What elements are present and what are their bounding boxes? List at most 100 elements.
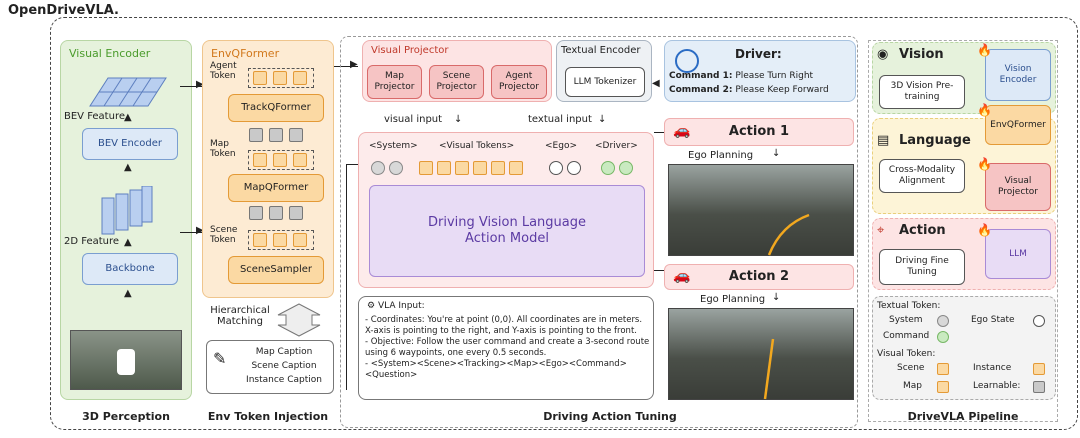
driver-panel: Driver: Command 1: Please Turn Right Com… [664, 40, 856, 102]
planned-trajectory-icon [767, 213, 810, 256]
legend-learnable: Learnable: [973, 381, 1021, 391]
map-projector-box: Map Projector [367, 65, 422, 99]
vla-input-line-3: - <System><Scene><Tracking><Map><Ego><Co… [365, 359, 627, 381]
textual-encoder-panel: Textual Encoder LLM Tokenizer [556, 40, 652, 102]
llm-tokenizer-box: LLM Tokenizer [565, 67, 645, 97]
steering-wheel-icon [675, 49, 699, 73]
agent-token-group [248, 68, 314, 88]
car-icon: 🚗 [673, 123, 691, 139]
vla-model-name: Driving Vision Language Action Model [428, 215, 586, 246]
bev-encoder-box: BEV Encoder [82, 128, 178, 160]
arrow-line [180, 86, 204, 87]
envqformer-title: EnvQFormer [211, 47, 280, 60]
map-token-group [248, 150, 314, 170]
driving-finetune-box: Driving Fine Tuning [879, 249, 965, 285]
scene-token-group [248, 230, 314, 250]
vla-model-box: Driving Vision Language Action Model [369, 185, 645, 277]
caption-box: ✎ Map Caption Scene Caption Instance Cap… [206, 340, 334, 394]
up-arrow-icon: ▲ [124, 237, 132, 248]
trackqformer-box: TrackQFormer [228, 94, 324, 122]
scenesampler-box: SceneSampler [228, 256, 324, 284]
cmd1-label: Command 1: [669, 71, 733, 81]
down-arrow-icon: ↓ [598, 114, 607, 125]
car-icon: 🚗 [673, 268, 691, 284]
cmd2-text: Please Keep Forward [735, 85, 829, 95]
tag-ego: <Ego> [545, 141, 577, 151]
ego-planning-label-1: Ego Planning [688, 150, 754, 161]
fire-icon: 🔥 [977, 157, 992, 171]
camera-images [70, 330, 182, 390]
section-label-perception: 3D Perception [82, 410, 170, 423]
cmd2-label: Command 2: [669, 85, 733, 95]
action2-box: 🚗 Action 2 [664, 264, 854, 290]
legend-ego: Ego State [971, 315, 1015, 325]
tag-system: <System> [369, 141, 418, 151]
pen-icon: ✎ [213, 349, 227, 368]
feature-2d-label: 2D Feature [64, 236, 120, 247]
llm-stage-box: LLM [985, 229, 1051, 279]
hierarchical-matching-label: Hierarchical Matching [210, 305, 270, 327]
agent-projector-box: Agent Projector [491, 65, 547, 99]
tuning-frame [340, 36, 858, 428]
down-arrow-icon: ↓ [454, 114, 463, 125]
vision-icon: ◉ [877, 47, 889, 62]
legend-visual: Visual Token: [877, 349, 936, 359]
vla-input-line-1: - Coordinates: You're at point (0,0). Al… [365, 315, 643, 337]
right-arrow-icon: ▶ [196, 79, 204, 90]
vla-model-panel: <System> <Visual Tokens> <Ego> <Driver> … [358, 132, 654, 288]
vision-pretraining-box: 3D Vision Pre-training [879, 75, 965, 109]
textual-input-label: textual input [528, 114, 592, 125]
caption-instance: Instance Caption [246, 375, 322, 385]
legend-instance: Instance [973, 363, 1012, 373]
up-arrow-icon: ▲ [124, 162, 132, 173]
visual-input-label: visual input [384, 114, 443, 125]
arrow-line [334, 66, 358, 67]
left-arrow-icon: ◀ [652, 78, 660, 89]
tag-driver: <Driver> [595, 141, 638, 151]
learnable-tokens [245, 206, 315, 220]
caption-map: Map Caption [255, 347, 313, 357]
legend-command: Command [883, 331, 930, 341]
backbone-box: Backbone [82, 253, 178, 285]
action-stage: ⌖ Action Driving Fine Tuning LLM 🔥 [872, 218, 1056, 290]
visual-projector-stage-box: Visual Projector [985, 163, 1051, 211]
language-label: Language [899, 133, 971, 148]
outer-frame [50, 17, 1078, 430]
double-arrow-icon [277, 303, 321, 337]
tag-visual-tokens: <Visual Tokens> [439, 141, 515, 151]
ego-planning-label-2: Ego Planning [700, 294, 766, 305]
vla-input-title-text: VLA Input: [377, 301, 425, 311]
vla-input-line-2: - Objective: Follow the user command and… [365, 337, 650, 359]
cross-modality-box: Cross-Modality Alignment [879, 159, 965, 193]
pipeline-frame [868, 40, 1058, 422]
legend: Textual Token: System Ego State Command … [872, 296, 1056, 400]
legend-map: Map [903, 381, 922, 391]
visual-projector-panel: Visual Projector Map Projector Scene Pro… [362, 40, 552, 102]
section-label-env: Env Token Injection [207, 410, 329, 423]
section-label-pipeline: DriveVLA Pipeline [907, 410, 1019, 423]
fire-icon: 🔥 [977, 223, 992, 237]
mapqformer-box: MapQFormer [228, 174, 324, 202]
car-topview-icon [117, 349, 135, 375]
fire-icon: 🔥 [977, 103, 992, 117]
learnable-tokens [245, 128, 315, 142]
legend-system: System [889, 315, 923, 325]
language-stage: ▤ Language Cross-Modality Alignment EnvQ… [872, 103, 1056, 214]
envqformer-stage-box: EnvQFormer [985, 105, 1051, 145]
diagram-title: OpenDriveVLA. [8, 3, 119, 18]
vla-input-title: ⚙ VLA Input: [367, 301, 425, 311]
arrow-line [654, 270, 664, 271]
right-arrow-icon: ▶ [350, 59, 358, 70]
arrow-line [346, 164, 358, 165]
legend-textual: Textual Token: [877, 301, 941, 311]
arrow-line [654, 132, 664, 133]
scene-token-label: Scene Token [210, 225, 238, 245]
textual-encoder-title: Textual Encoder [561, 45, 641, 56]
section-label-tuning: Driving Action Tuning [543, 410, 677, 423]
gear-icon: ⚙ [367, 301, 378, 311]
map-token-label: Map Token [210, 139, 236, 159]
action2-label: Action 2 [728, 269, 790, 285]
up-arrow-icon: ▲ [124, 112, 132, 123]
fire-icon: 🔥 [977, 43, 992, 57]
action1-label: Action 1 [728, 124, 790, 140]
